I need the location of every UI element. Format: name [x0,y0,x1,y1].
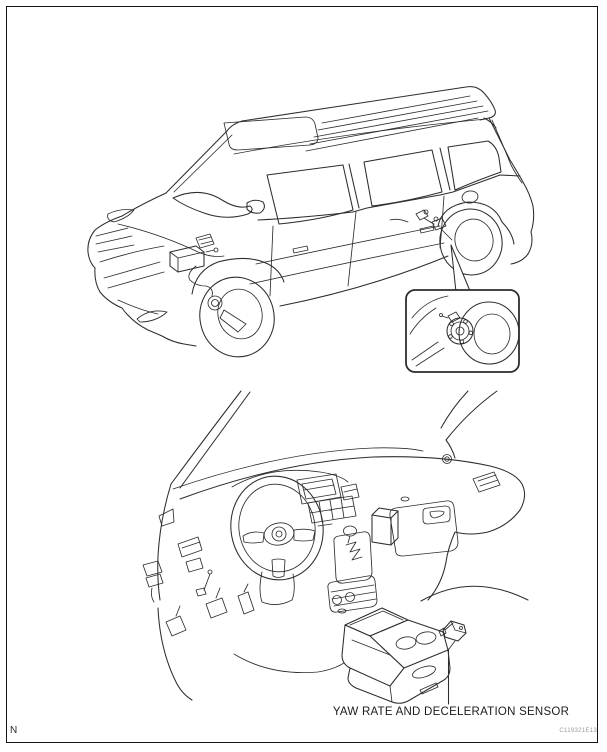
abs-actuator-and-front-speed-sensor [170,234,218,296]
fuel-door [461,190,479,205]
shift-lever [334,526,372,583]
page-marker: N [10,725,18,736]
headlight [108,210,134,223]
front-door-window [267,165,353,224]
center-console-illustration [342,608,450,703]
heater-panel [328,576,377,612]
pedals [166,584,254,636]
sliding-door-window [349,150,442,208]
side-mirror [247,200,264,213]
cup-holder [395,635,417,650]
driver-vent [178,537,202,557]
quarter-window [440,141,501,190]
instrument-cluster [297,474,341,504]
cup-holder [415,630,437,645]
dash-ecu-box [372,508,398,545]
glove-box [390,501,458,556]
vehicle-exterior-illustration [88,87,534,365]
figure-caption: YAW RATE AND DECELERATION SENSOR [332,706,570,718]
callout-tire [459,302,519,364]
yaw-rate-sensor-illustration [439,621,466,704]
passenger-vent [473,472,500,492]
glove-box-handle [423,506,450,524]
rear-hub-callout [406,290,519,372]
tweeter [159,509,174,526]
under-dash-connectors [143,561,163,602]
front-wheel [191,269,282,365]
rear-speed-sensor [390,210,452,240]
interior-dashboard-illustration [143,391,528,700]
figure-code: C119321E13 [559,728,597,734]
callout-hub-with-sensor [440,312,474,344]
rear-wheel [434,203,508,280]
callout-pointer [451,245,470,292]
sunroof [224,117,318,150]
callout-box [406,290,519,372]
fog-lamp [137,311,167,322]
figure-frame [6,6,598,743]
steering-wheel [223,469,332,605]
